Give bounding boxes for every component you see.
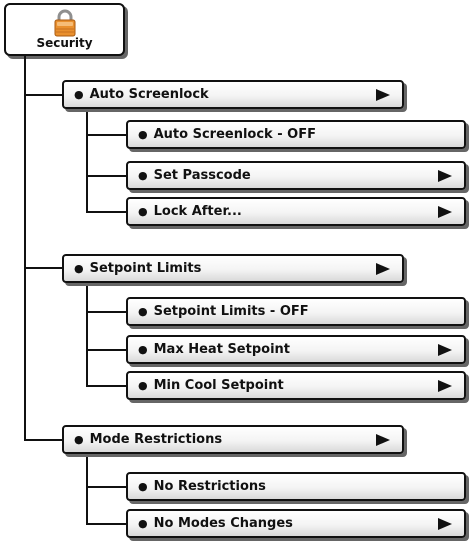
menu-item-label: Setpoint Limits - OFF xyxy=(153,304,309,319)
menu-item-set-passcode[interactable]: ● Set Passcode xyxy=(126,161,466,190)
menu-item-label: No Restrictions xyxy=(153,479,266,494)
subtrunk-line xyxy=(86,109,88,212)
bullet-icon: ● xyxy=(138,169,148,182)
subtrunk-line xyxy=(86,282,88,386)
sub-branch-line xyxy=(86,385,126,387)
menu-item-setpoint-limits-off[interactable]: ● Setpoint Limits - OFF xyxy=(126,297,466,326)
menu-item-label: Mode Restrictions xyxy=(89,432,223,447)
menu-item-mode-restrictions[interactable]: ● Mode Restrictions xyxy=(62,425,404,454)
menu-item-no-modes-changes[interactable]: ● No Modes Changes xyxy=(126,509,466,538)
branch-line xyxy=(24,94,62,96)
bullet-icon: ● xyxy=(74,88,84,101)
menu-item-no-restrictions[interactable]: ● No Restrictions xyxy=(126,472,466,501)
menu-item-label: Max Heat Setpoint xyxy=(153,342,290,357)
sub-branch-line xyxy=(86,349,126,351)
branch-line xyxy=(24,267,62,269)
bullet-icon: ● xyxy=(138,480,148,493)
menu-item-auto-screenlock[interactable]: ● Auto Screenlock xyxy=(62,80,404,109)
sub-branch-line xyxy=(86,134,126,136)
sub-branch-line xyxy=(86,175,126,177)
bullet-icon: ● xyxy=(138,343,148,356)
bullet-icon: ● xyxy=(74,433,84,446)
menu-item-label: Lock After... xyxy=(153,204,242,219)
menu-item-label: Setpoint Limits xyxy=(89,261,202,276)
menu-item-label: Set Passcode xyxy=(153,168,251,183)
bullet-icon: ● xyxy=(138,205,148,218)
menu-item-max-heat-setpoint[interactable]: ● Max Heat Setpoint xyxy=(126,335,466,364)
sub-branch-line xyxy=(86,523,126,525)
sub-branch-line xyxy=(86,211,126,213)
subtrunk-line xyxy=(86,454,88,524)
arrow-right-icon xyxy=(438,518,452,530)
sub-branch-line xyxy=(86,311,126,313)
arrow-right-icon xyxy=(376,263,390,275)
arrow-right-icon xyxy=(438,344,452,356)
menu-item-label: Auto Screenlock - OFF xyxy=(153,127,316,142)
bullet-icon: ● xyxy=(138,305,148,318)
root-label: Security xyxy=(36,36,93,50)
arrow-right-icon xyxy=(376,89,390,101)
menu-item-auto-screenlock-off[interactable]: ● Auto Screenlock - OFF xyxy=(126,120,466,149)
branch-line xyxy=(24,439,62,441)
arrow-right-icon xyxy=(438,380,452,392)
menu-item-label: No Modes Changes xyxy=(153,516,293,531)
bullet-icon: ● xyxy=(138,379,148,392)
security-root-node[interactable]: Security xyxy=(4,3,125,56)
menu-item-setpoint-limits[interactable]: ● Setpoint Limits xyxy=(62,254,404,283)
menu-item-label: Auto Screenlock xyxy=(89,87,209,102)
trunk-line xyxy=(24,56,26,440)
bullet-icon: ● xyxy=(74,262,84,275)
menu-item-min-cool-setpoint[interactable]: ● Min Cool Setpoint xyxy=(126,371,466,400)
lock-icon xyxy=(54,9,76,37)
arrow-right-icon xyxy=(438,170,452,182)
menu-item-label: Min Cool Setpoint xyxy=(153,378,284,393)
arrow-right-icon xyxy=(376,434,390,446)
bullet-icon: ● xyxy=(138,517,148,530)
arrow-right-icon xyxy=(438,206,452,218)
bullet-icon: ● xyxy=(138,128,148,141)
sub-branch-line xyxy=(86,486,126,488)
menu-item-lock-after[interactable]: ● Lock After... xyxy=(126,197,466,226)
